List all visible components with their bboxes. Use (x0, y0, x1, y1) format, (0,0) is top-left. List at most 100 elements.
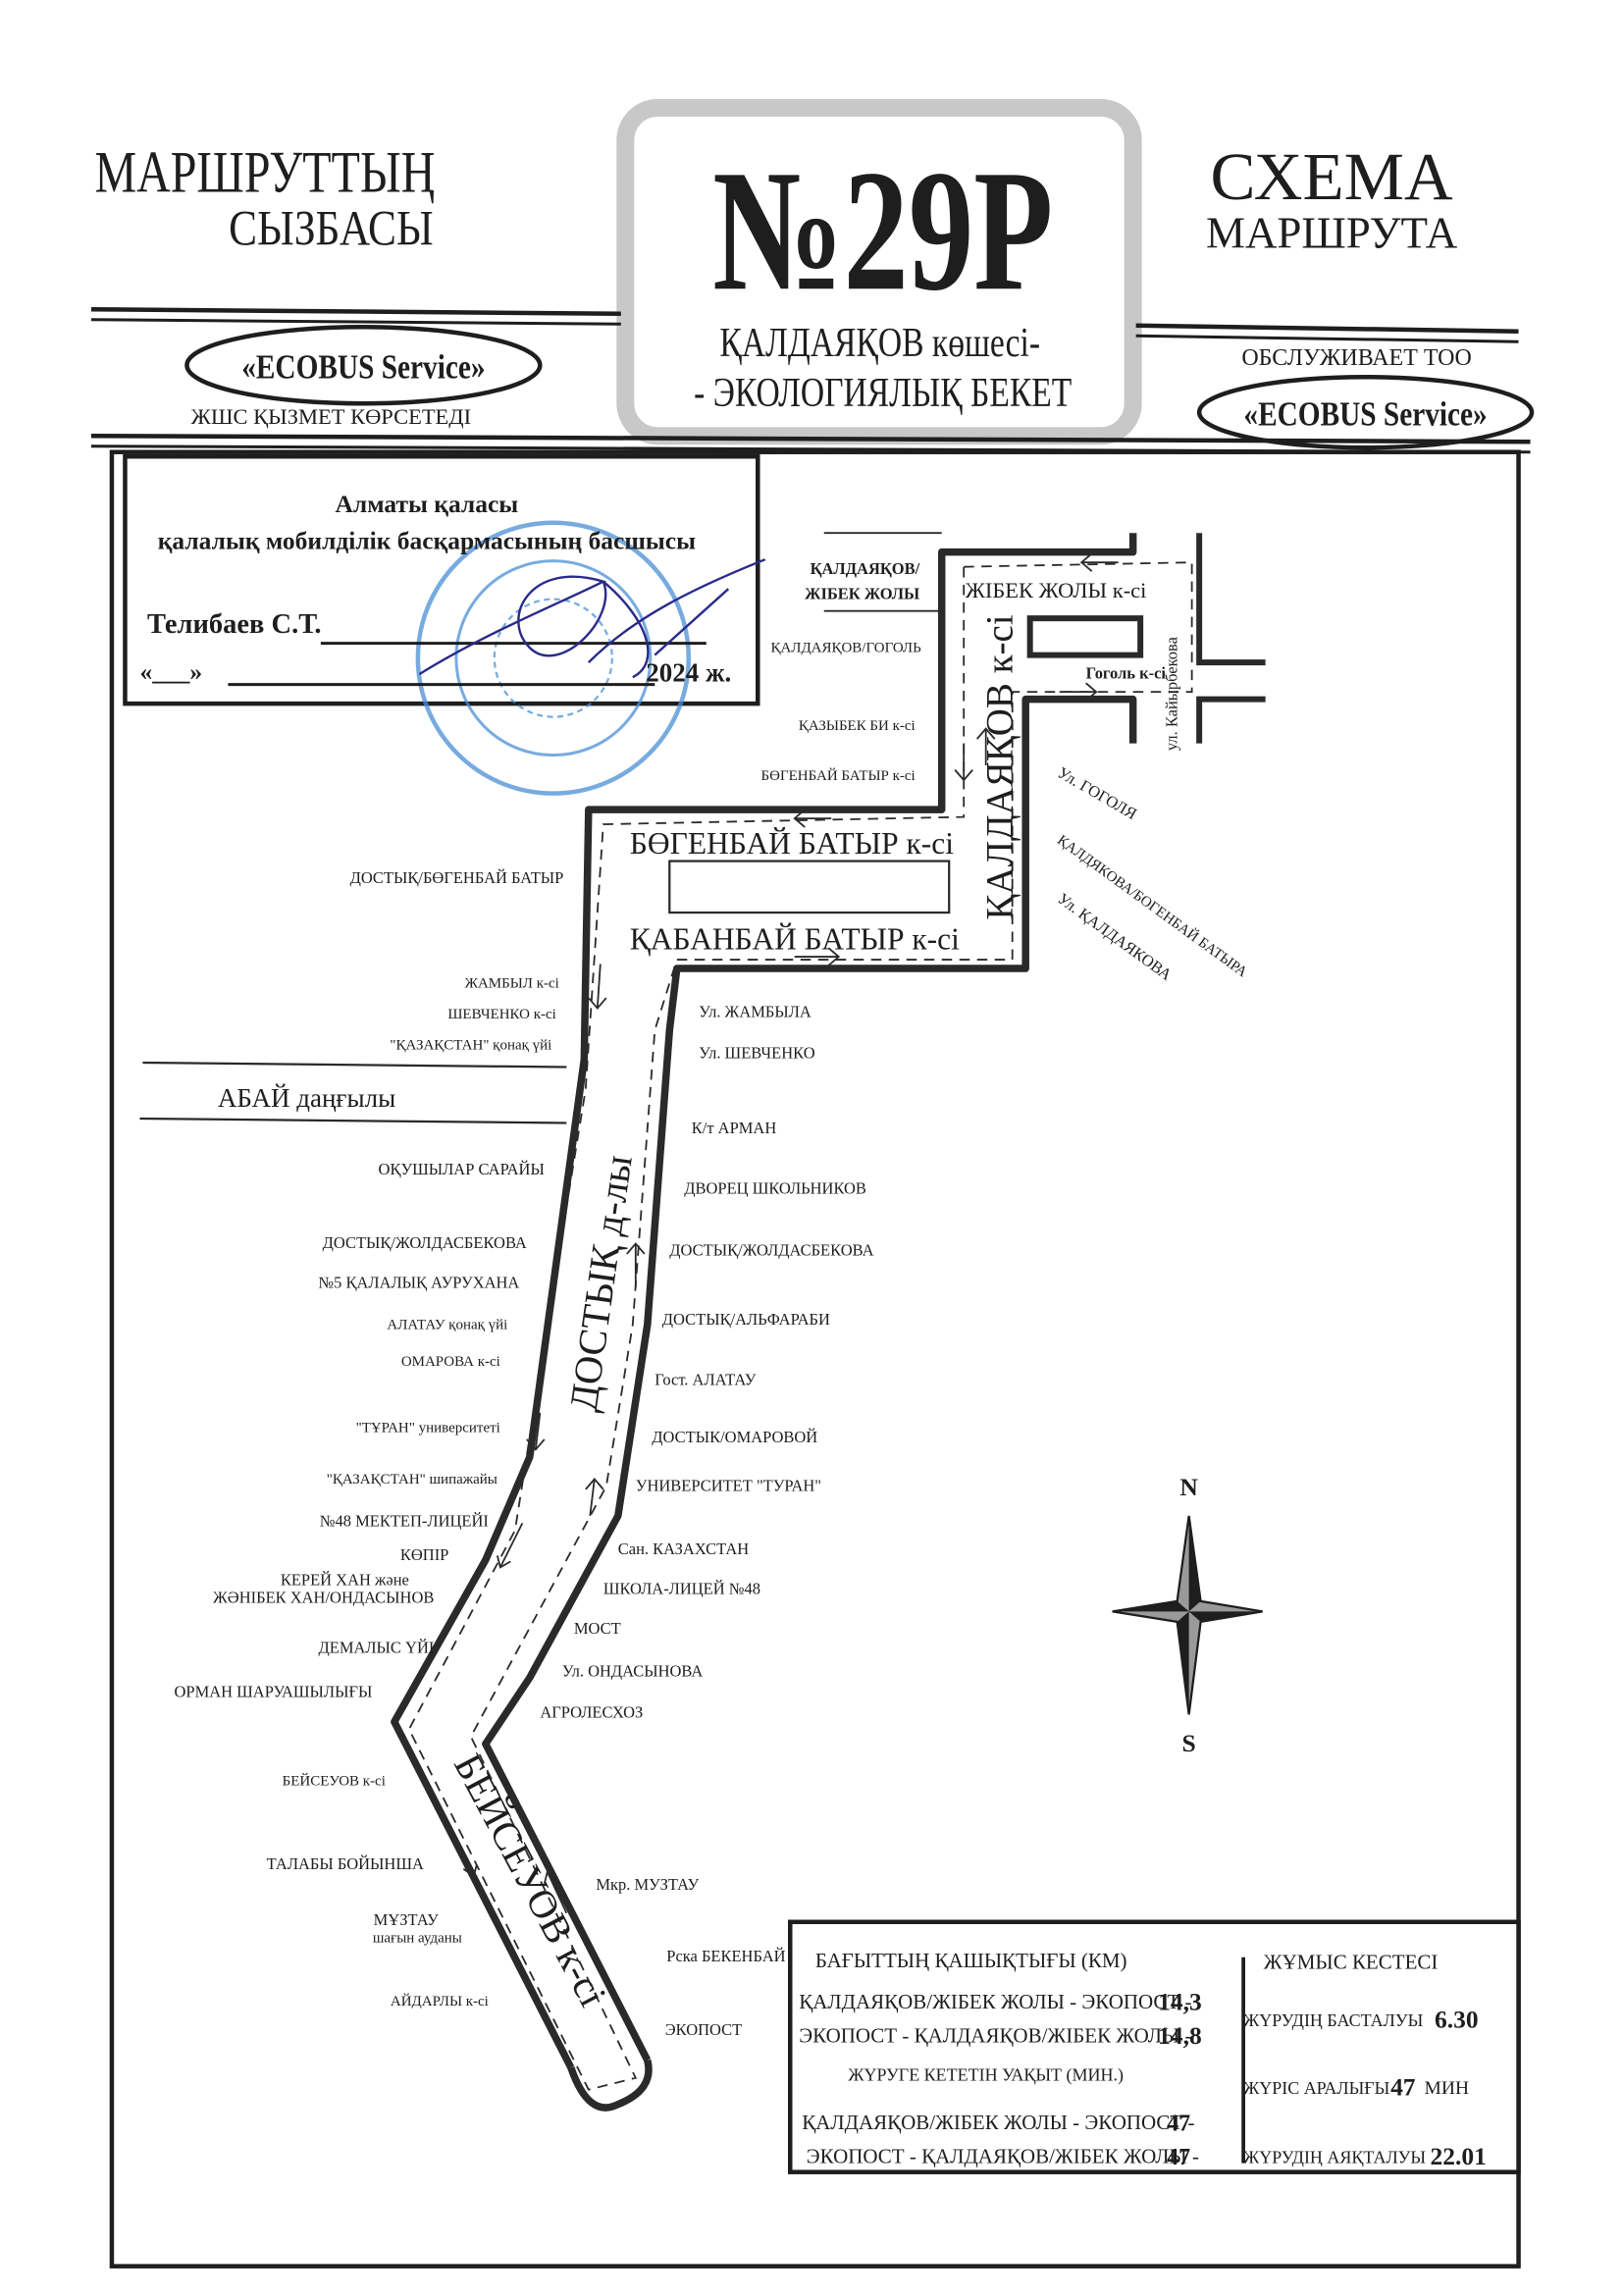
operator-name-left: «ECOBUS Service» (241, 347, 485, 386)
stop-label: МҰЗТАУ (374, 1910, 440, 1929)
stop-label: Мкр. МУЗТАУ (596, 1875, 699, 1894)
distance-value: 14,3 (1158, 1988, 1202, 2016)
stop-label: "ҚАЗАҚСТАН" шипажайы (327, 1472, 497, 1487)
approval-line1: Алматы қаласы (336, 490, 519, 518)
approver-name: Телибаев С.Т. (147, 609, 322, 640)
route-number-badge (616, 98, 1142, 445)
stop-label: АГРОЛЕСХОЗ (540, 1702, 643, 1721)
stop-label: ДОСТЫҚ/ЖОЛДАСБЕКОВА (323, 1233, 527, 1252)
stop-label: ДВОРЕЦ ШКОЛЬНИКОВ (684, 1178, 866, 1197)
route-map (139, 532, 1266, 2112)
stop-label: МОСТ (574, 1619, 621, 1638)
time-value: 47 (1167, 2112, 1190, 2137)
stop-label: ОМАРОВА к-сі (401, 1354, 500, 1370)
stop-label: Ул. ШЕВЧЕНКО (699, 1044, 814, 1063)
route-from: ҚАЛДАЯҚОВ көшесі- (719, 321, 1040, 366)
header-divider-left (90, 307, 621, 326)
distance-value: 14,8 (1158, 2021, 1202, 2050)
stop-label: ҚАЛДАЯҚОВ/ (811, 559, 920, 578)
stop-label: ШЕВЧЕНКО к-сі (447, 1007, 556, 1022)
time-value: 47 (1167, 2145, 1190, 2170)
interval-unit: МИН (1425, 2078, 1469, 2099)
street-dostyk: ДОСТЫҚ д-лы (561, 1153, 641, 1415)
street-bogenbai: БӨГЕНБАЙ БАТЫР к-сі (630, 826, 954, 861)
end-label: ЖҮРУДІҢ АЯҚТАЛУЫ (1243, 2148, 1426, 2167)
stop-label: "ҚАЗАҚСТАН" қонақ үйі (390, 1038, 551, 1054)
date-year: 2024 ж. (646, 658, 731, 688)
time-label: ЭКОПОСТ - ҚАЛДАЯҚОВ/ЖІБЕК ЖОЛЫ - (807, 2145, 1199, 2168)
stop-label: АЛАТАУ қонақ үйі (387, 1317, 507, 1332)
time-title: ЖҮРУГЕ КЕТЕТІН УАҚЫТ (МИН.) (848, 2065, 1124, 2086)
street-kabanbai: ҚАБАНБАЙ БАТЫР к-сі (630, 922, 960, 957)
distance-title: БАҒЫТТЫҢ ҚАШЫҚТЫҒЫ (КМ) (815, 1949, 1127, 1972)
stop-label: ОҚУШЫЛАР САРАЙЫ (379, 1160, 545, 1178)
compass-south: S (1182, 1729, 1196, 1757)
street-abai: АБАЙ даңғылы (218, 1083, 395, 1113)
map-frame (109, 449, 1521, 2269)
header-divider-right (1135, 323, 1519, 343)
stop-label: ДОСТЫК/ОМАРОВОЙ (652, 1428, 817, 1446)
stop-label: БЕЙСЕУОВ к-сі (283, 1772, 386, 1789)
city-block (668, 860, 951, 914)
stop-label: ЖІБЕК ЖОЛЫ (805, 585, 919, 603)
start-value: 6.30 (1435, 2006, 1479, 2034)
approval-block: Алматы қаласы қалалық мобилділік басқарм… (123, 453, 766, 796)
start-label: ЖҮРУДІҢ БАСТАЛУЫ (1243, 2010, 1423, 2030)
title-ru-line1: СХЕМА (1210, 139, 1452, 214)
operator-caption-left: ЖШС ҚЫЗМЕТ КӨРСЕТЕДІ (191, 404, 471, 429)
street-kaldayakov: ҚАЛДАЯҚОВ к-сі (979, 614, 1021, 919)
operator-badge-right (1196, 374, 1535, 450)
title-ru-line2: МАРШРУТА (1206, 208, 1458, 257)
stop-label: УНИВЕРСИТЕТ "ТУРАН" (636, 1476, 821, 1494)
stop-label: ЖАМБЫЛ к-сі (465, 976, 559, 992)
road-edge-right (482, 695, 1137, 2062)
stop-label: КӨПІР (400, 1545, 448, 1564)
stop-label: ШКОЛА-ЛИЦЕЙ №48 (603, 1579, 760, 1597)
street-zhibek-zholy: ЖІБЕК ЖОЛЫ к-сі (966, 578, 1147, 602)
header: МАРШРУТТЫҢ СЫЗБАСЫ №29Р ҚАЛДАЯҚОВ көшесі… (90, 98, 1535, 454)
stop-label: Ул. ОНДАСЫНОВА (562, 1661, 704, 1680)
signature (418, 558, 766, 679)
stop-label: Рска БЕКЕНБАЙ (666, 1947, 785, 1965)
stop-label: Ул. ЖАМБЫЛА (699, 1003, 812, 1021)
stop-label: ЭКОПОСТ (665, 2020, 742, 2039)
distance-label: ҚАЛДАЯҚОВ/ЖІБЕК ЖОЛЫ - ЭКОПОСТ - (799, 1990, 1191, 2013)
direction-arrows (455, 552, 1119, 1914)
road-end-loop (567, 2059, 653, 2112)
operator-badge-left (184, 325, 543, 406)
stop-label: ЖӘНІБЕК ХАН/ОНДАСЫНОВ (213, 1588, 434, 1606)
interval-value: 47 (1390, 2073, 1416, 2102)
interval-label: ЖҮРІС АРАЛЫҒЫ (1243, 2078, 1390, 2098)
city-block (1026, 615, 1144, 658)
official-stamp (415, 520, 692, 796)
compass-rose: N S (1112, 1473, 1263, 1757)
abai-avenue-lines (139, 1061, 567, 1124)
date-day: «___» (139, 657, 202, 686)
operator-name-right: «ECOBUS Service» (1243, 394, 1487, 433)
title-kz-line1: МАРШРУТТЫҢ (94, 139, 435, 204)
stop-label: №5 ҚАЛАЛЫҚ АУРУХАНА (318, 1273, 519, 1291)
stop-label: ДЕМАЛЫС ҮЙІ (319, 1638, 435, 1656)
stop-label: КЕРЕЙ ХАН және (281, 1570, 409, 1589)
stop-label: ДОСТЫҚ/ЖОЛДАСБЕКОВА (669, 1240, 873, 1259)
approval-line2: қалалық мобилділік басқармасының басшысы (158, 527, 696, 555)
route-summary: БАҒЫТТЫҢ ҚАШЫҚТЫҒЫ (КМ) ҚАЛДАЯҚОВ/ЖІБЕК … (788, 1919, 1521, 2174)
stop-label: ҚАЛДАЯҚОВ/ГОГОЛЬ (770, 641, 921, 656)
stop-label: ҚАЗЫБЕК БИ к-сі (799, 718, 916, 734)
title-kz-line2: СЫЗБАСЫ (229, 201, 433, 256)
distance-label: ЭКОПОСТ - ҚАЛДАЯҚОВ/ЖІБЕК ЖОЛЫ - (799, 2024, 1191, 2048)
time-label: ҚАЛДАЯҚОВ/ЖІБЕК ЖОЛЫ - ЭКОПОСТ - (802, 2111, 1194, 2134)
stop-label: "ТҰРАН" университеті (356, 1420, 500, 1435)
stop-label: ДОСТЫҚ/БӨГЕНБАЙ БАТЫР (350, 868, 564, 887)
end-value: 22.01 (1431, 2142, 1487, 2170)
stop-label: Гост. АЛАТАУ (654, 1370, 756, 1388)
route-number: №29Р (712, 134, 1053, 327)
schedule-title: ЖҰМЫС КЕСТЕСІ (1264, 1951, 1439, 1974)
street-kaiyrbekova: ул. Кайырбекова (1163, 636, 1181, 751)
road-edge-left (391, 533, 1137, 2069)
compass-north: N (1179, 1473, 1198, 1501)
route-to: - ЭКОЛОГИЯЛЫҚ БЕКЕТ (694, 371, 1072, 416)
stop-label: ТАЛАБЫ БОЙЫНША (267, 1854, 424, 1873)
street-labels: ЖІБЕК ЖОЛЫ к-сі Гоголь к-сі ҚАЛДАЯҚОВ к-… (218, 578, 1181, 2013)
